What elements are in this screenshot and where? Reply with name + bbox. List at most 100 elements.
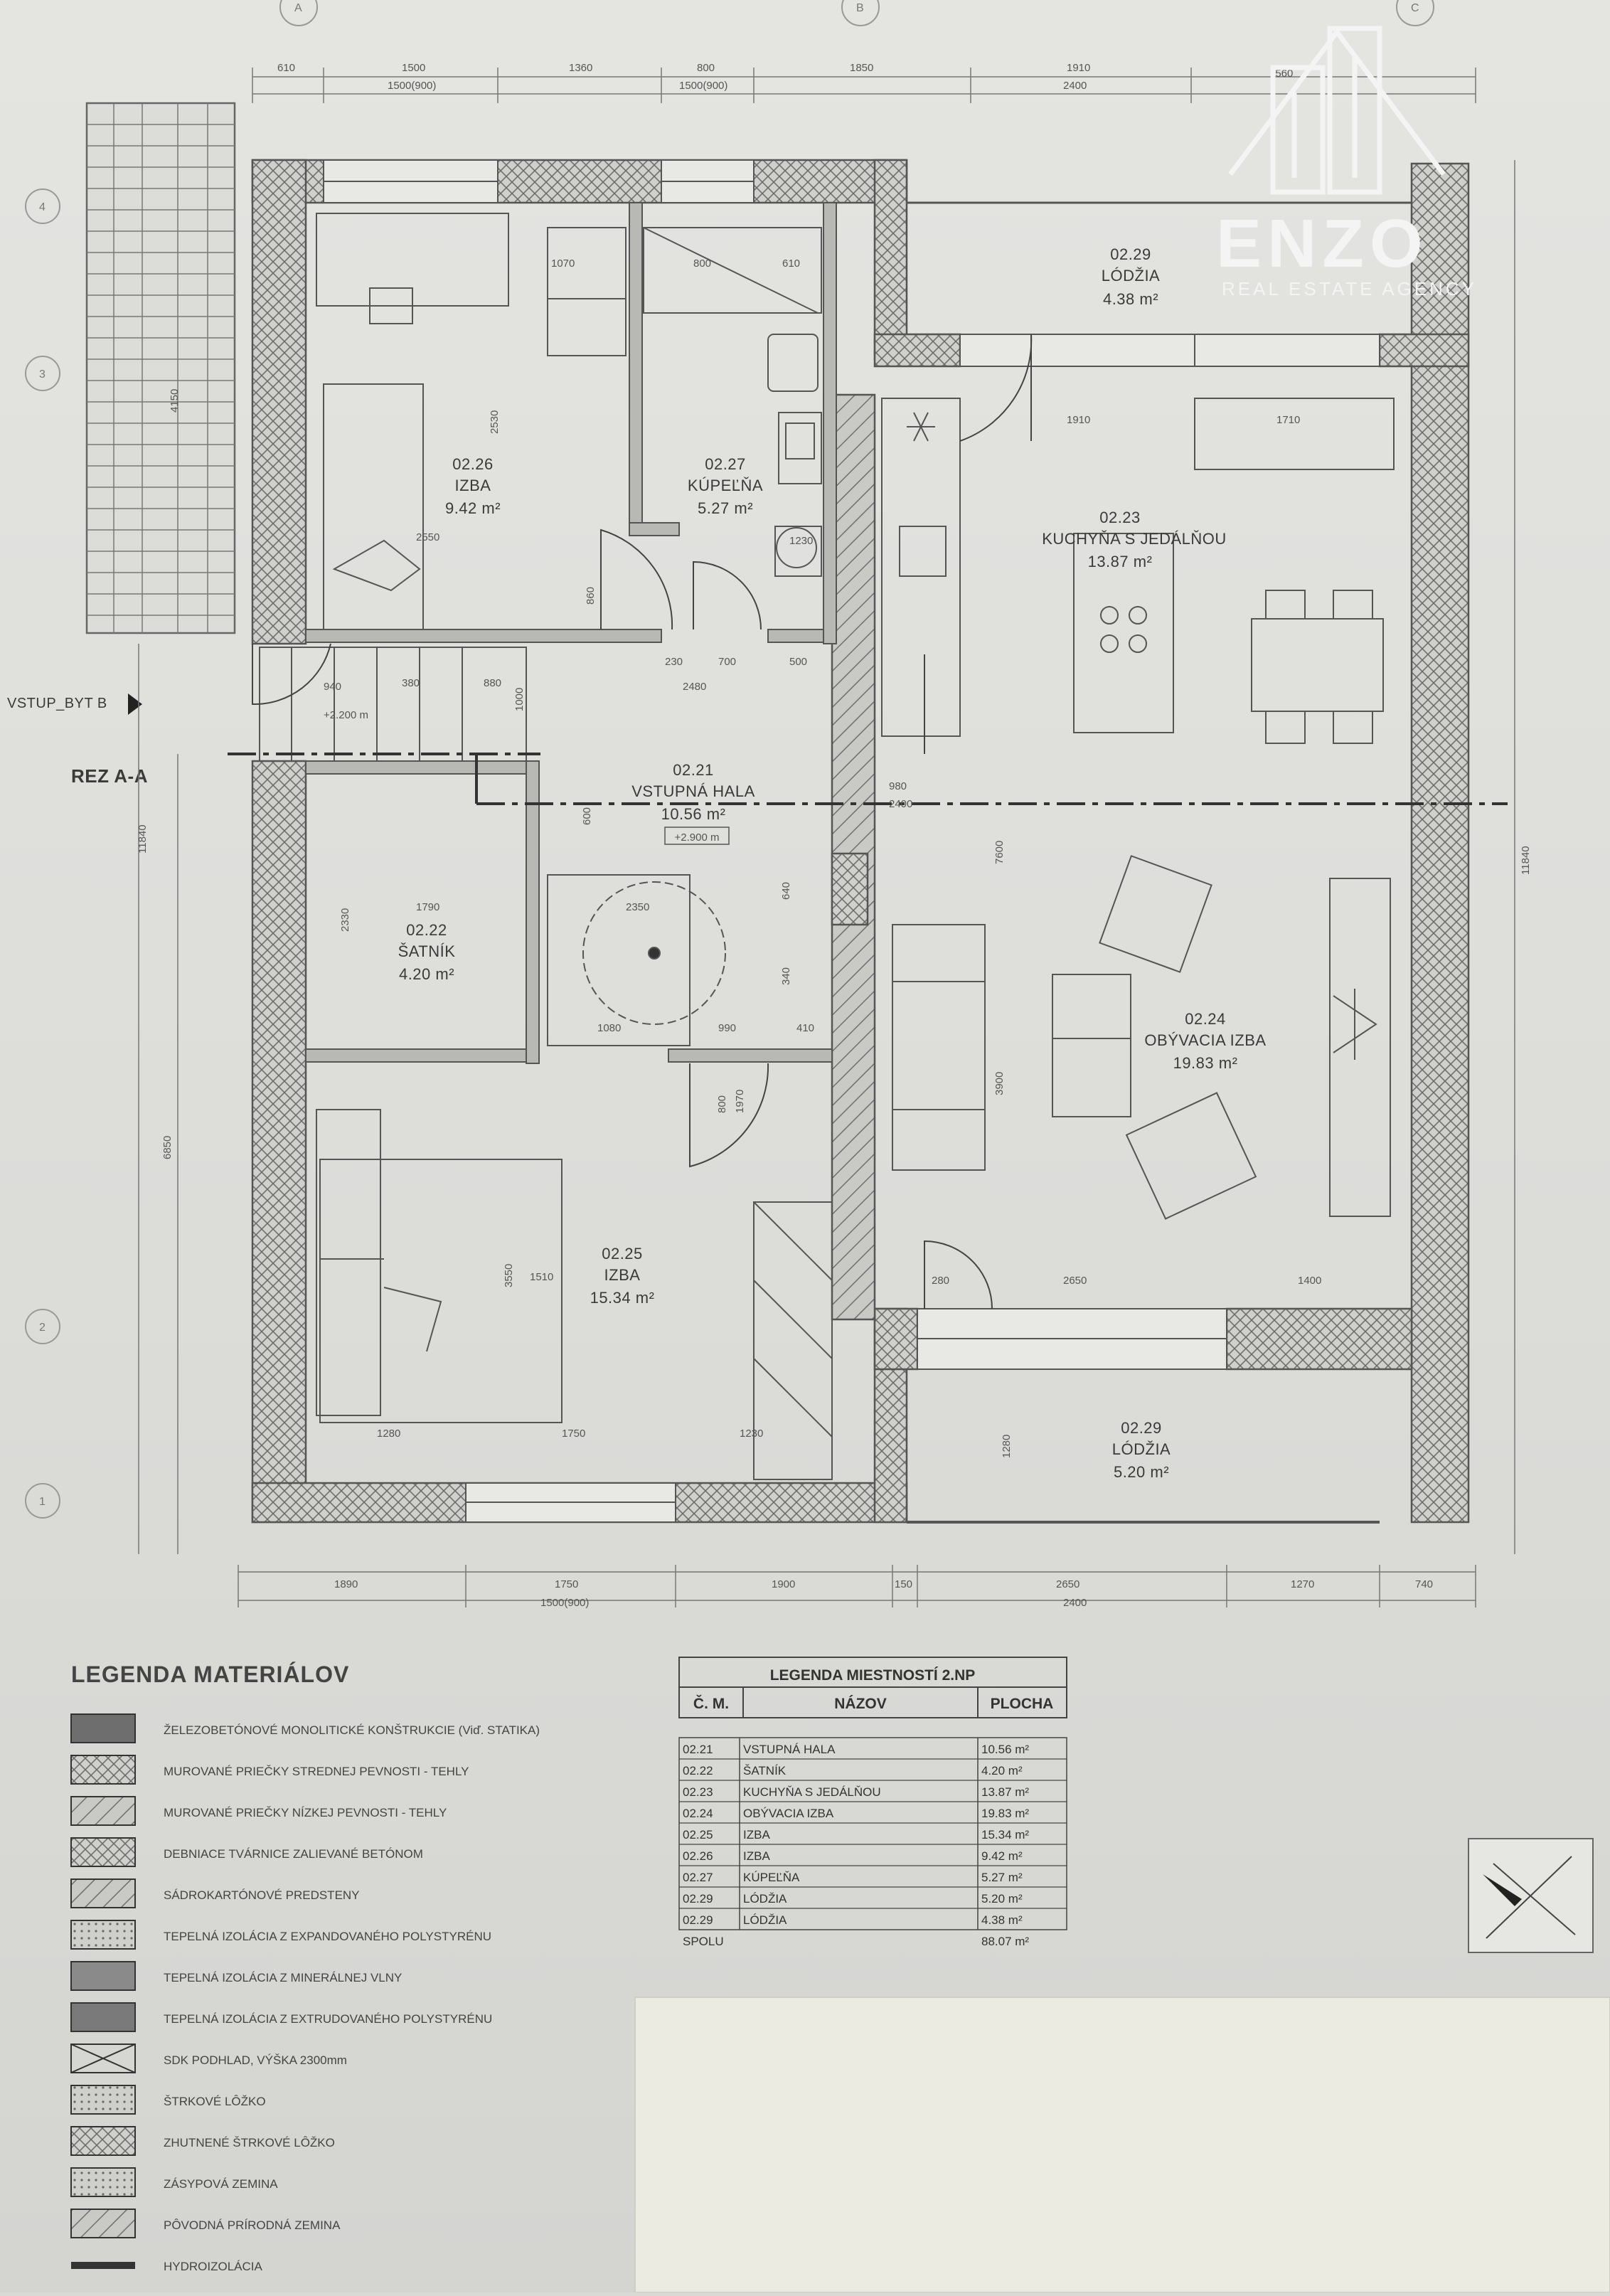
dim-side-lower: 6850 — [161, 1136, 174, 1159]
svg-text:10.56 m²: 10.56 m² — [981, 1743, 1029, 1756]
svg-text:1400: 1400 — [1298, 1275, 1321, 1287]
svg-text:230: 230 — [665, 656, 683, 668]
entrance-arrow-icon — [128, 693, 142, 715]
exterior-staircase — [85, 102, 236, 634]
svg-text:380: 380 — [402, 677, 420, 689]
legend-item-11: ZHUTNENÉ ŠTRKOVÉ LÔŽKO — [164, 2136, 335, 2149]
svg-text:1790: 1790 — [416, 901, 439, 913]
room-labels: 02.26 IZBA 9.42 m² 02.27 KÚPEĽŇA 5.27 m²… — [398, 245, 1266, 1481]
svg-text:OBÝVACIA IZBA: OBÝVACIA IZBA — [743, 1807, 834, 1820]
svg-text:KÚPEĽŇA: KÚPEĽŇA — [743, 1871, 800, 1884]
room-02-29-upper: 02.29 LÓDŽIA 4.38 m² — [1102, 245, 1160, 308]
furniture-bedroom-large — [316, 1109, 833, 1480]
room-02-26: 02.26 IZBA 9.42 m² — [445, 455, 501, 517]
axis-label-3: 3 — [39, 368, 46, 381]
room-02-24: 02.24 OBÝVACIA IZBA 19.83 m² — [1144, 1010, 1266, 1072]
table-row: 02.21 VSTUPNÁ HALA 10.56 m² — [683, 1743, 1029, 1756]
svg-text:1910: 1910 — [1067, 414, 1090, 426]
svg-text:13.87 m²: 13.87 m² — [981, 1785, 1029, 1799]
svg-text:02.23: 02.23 — [1099, 509, 1141, 526]
svg-text:02.24: 02.24 — [1185, 1010, 1226, 1028]
svg-text:1750: 1750 — [562, 1428, 585, 1440]
svg-text:02.25: 02.25 — [683, 1828, 713, 1841]
svg-text:19.83 m²: 19.83 m² — [981, 1807, 1029, 1820]
svg-text:15.34 m²: 15.34 m² — [590, 1289, 655, 1307]
room-02-21: 02.21 VSTUPNÁ HALA 10.56 m² +2.900 m — [631, 761, 755, 845]
svg-text:700: 700 — [718, 656, 736, 668]
svg-text:1000: 1000 — [513, 688, 526, 711]
axis-label-4: 4 — [39, 201, 46, 213]
dim-top-2: 1500 — [402, 62, 425, 74]
logo-tagline: REAL ESTATE AGENCY — [1222, 278, 1477, 299]
sticky-note — [634, 1997, 1610, 2293]
furniture-kitchen — [881, 398, 1395, 744]
legend-rooms-title: LEGENDA MIESTNOSTÍ 2.NP — [770, 1667, 976, 1684]
table-row: 02.29 LÓDŽIA 4.38 m² — [683, 1913, 1023, 1927]
svg-text:940: 940 — [324, 681, 341, 693]
svg-text:02.26: 02.26 — [452, 455, 494, 473]
svg-text:1230: 1230 — [789, 535, 813, 547]
svg-text:KÚPEĽŇA: KÚPEĽŇA — [688, 477, 763, 494]
svg-text:600: 600 — [581, 807, 593, 825]
svg-text:02.21: 02.21 — [673, 761, 714, 779]
legend-item-1: ŽELEZOBETÓNOVÉ MONOLITICKÉ KONŠTRUKCIE (… — [164, 1723, 540, 1737]
svg-text:02.29: 02.29 — [683, 1892, 713, 1906]
interior-partitions — [305, 202, 837, 1064]
svg-text:10.56 m²: 10.56 m² — [661, 805, 726, 823]
svg-text:1280: 1280 — [377, 1428, 400, 1440]
svg-text:280: 280 — [932, 1275, 949, 1287]
svg-text:IZBA: IZBA — [743, 1849, 770, 1863]
dim-top-sub-2: 1500(900) — [679, 80, 727, 92]
svg-text:02.27: 02.27 — [705, 455, 746, 473]
svg-text:KUCHYŇA S JEDÁLŇOU: KUCHYŇA S JEDÁLŇOU — [743, 1785, 881, 1799]
svg-text:02.22: 02.22 — [683, 1764, 713, 1777]
svg-text:800: 800 — [693, 257, 711, 270]
legend-item-13: PÔVODNÁ PRÍRODNÁ ZEMINA — [164, 2218, 341, 2232]
section-line — [228, 753, 1508, 805]
svg-text:7600: 7600 — [993, 841, 1006, 864]
svg-text:02.22: 02.22 — [406, 921, 447, 939]
company-logo: ENZO REAL ESTATE AGENCY — [1216, 26, 1477, 299]
logo-name: ENZO — [1216, 206, 1429, 282]
axis-label-2: 2 — [39, 1322, 46, 1334]
dim-top-sub-3: 2400 — [1063, 80, 1087, 92]
svg-text:VSTUPNÁ HALA: VSTUPNÁ HALA — [743, 1743, 836, 1756]
svg-text:610: 610 — [782, 257, 800, 270]
table-row: 02.23 KUCHYŇA S JEDÁLŇOU 13.87 m² — [683, 1785, 1029, 1799]
legend-item-8: TEPELNÁ IZOLÁCIA Z EXTRUDOVANÉHO POLYSTY… — [164, 2012, 492, 2026]
room-02-27: 02.27 KÚPEĽŇA 5.27 m² — [688, 455, 763, 517]
axis-markers: A B C 1 2 3 4 — [25, 0, 1434, 1519]
legend-item-5: SÁDROKARTÓNOVÉ PREDSTENY — [164, 1888, 360, 1902]
door-swings — [252, 334, 1033, 1309]
svg-text:VSTUPNÁ HALA: VSTUPNÁ HALA — [631, 782, 755, 800]
svg-text:5.27 m²: 5.27 m² — [698, 499, 753, 517]
svg-text:4.20 m²: 4.20 m² — [981, 1764, 1023, 1777]
axis-label-a: A — [294, 2, 302, 14]
legend-materials: LEGENDA MATERIÁLOV ŽELEZOBETÓNOVÉ MONOLI… — [70, 1662, 540, 2273]
svg-text:ŠATNÍK: ŠATNÍK — [398, 942, 456, 960]
svg-text:IZBA: IZBA — [743, 1828, 770, 1841]
legend-item-12: ZÁSYPOVÁ ZEMINA — [164, 2177, 278, 2191]
svg-text:1970: 1970 — [734, 1090, 746, 1113]
windows — [323, 159, 1412, 1524]
dimension-line-sides — [138, 160, 1515, 1554]
dim-bottom-1: 1890 — [334, 1578, 358, 1590]
svg-text:5.20 m²: 5.20 m² — [981, 1892, 1023, 1906]
room-02-29-lower: 02.29 LÓDŽIA 5.20 m² — [1112, 1419, 1171, 1481]
dim-bottom-3: 1900 — [772, 1578, 795, 1590]
svg-text:5.20 m²: 5.20 m² — [1114, 1463, 1169, 1481]
svg-text:02.26: 02.26 — [683, 1849, 713, 1863]
svg-text:+2.900 m: +2.900 m — [675, 831, 720, 844]
axis-label-b: B — [856, 2, 864, 14]
svg-text:LÓDŽIA: LÓDŽIA — [743, 1913, 787, 1927]
svg-text:340: 340 — [780, 967, 792, 985]
svg-text:IZBA: IZBA — [455, 477, 491, 494]
svg-text:2480: 2480 — [683, 681, 706, 693]
svg-text:ŠATNÍK: ŠATNÍK — [743, 1764, 787, 1777]
svg-text:4.20 m²: 4.20 m² — [399, 965, 454, 983]
dim-top-6: 1910 — [1067, 62, 1090, 74]
room-02-23: 02.23 KUCHYŇA S JEDÁLŇOU 13.87 m² — [1042, 509, 1226, 570]
svg-text:980: 980 — [889, 780, 907, 792]
axis-label-c: C — [1411, 2, 1419, 14]
